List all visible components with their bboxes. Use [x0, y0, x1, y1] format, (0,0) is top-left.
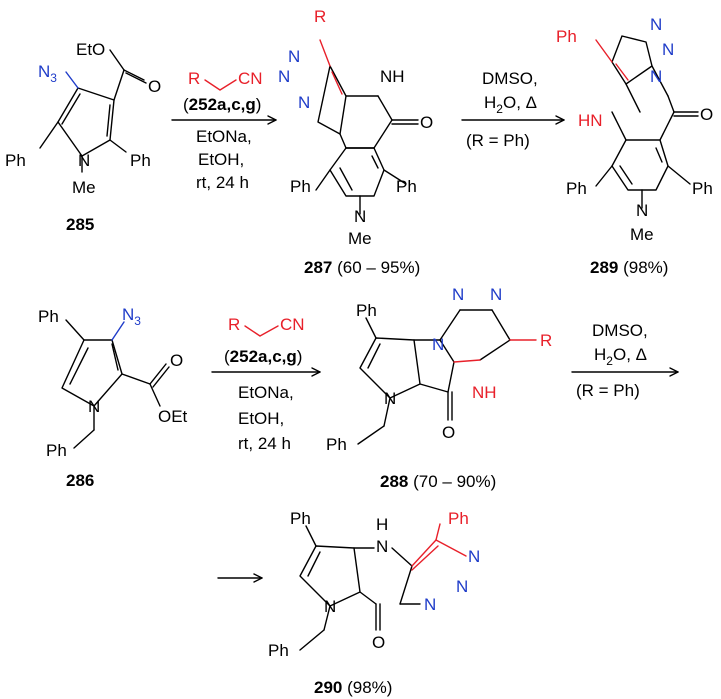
compound-290-caption: 290 (98%) [314, 678, 392, 697]
triazole-n-label: N [662, 40, 674, 59]
azide-label: N3 [122, 305, 141, 328]
ring-n-label: N [88, 397, 100, 416]
reagent-cn-label: CN [238, 69, 263, 88]
r-substituent-label: R [314, 7, 326, 26]
phenyl-label: Ph [356, 301, 377, 320]
phenyl-label: Ph [130, 151, 151, 170]
condition-time: rt, 24 h [196, 173, 249, 192]
compound-287: R N N N NH O Ph Ph N Me 287 (60 – 95%) [278, 7, 433, 277]
compound-288: Ph N N N R NH N O Ph 288 (70 – 90%) [326, 285, 552, 491]
phenyl-label: Ph [396, 177, 417, 196]
azide-label: N3 [38, 62, 57, 85]
r-substituent-label: R [540, 331, 552, 350]
condition-solvent: EtOH, [238, 409, 284, 428]
nh-label: NH [472, 383, 497, 402]
phenyl-label: Ph [566, 179, 587, 198]
ring-n-label: N [354, 207, 366, 226]
reaction-arrow-5 [217, 573, 263, 583]
reagent-code: (252a,c,g) [183, 95, 261, 114]
triazole-n-label: N [278, 67, 290, 86]
condition-dmso: DMSO, [482, 69, 538, 88]
compound-288-caption: 288 (70 – 90%) [380, 472, 496, 491]
oet-label: OEt [158, 407, 188, 426]
carbonyl-o-label: O [372, 633, 385, 652]
compound-285: EtO O N3 Ph Ph N Me 285 [5, 40, 161, 234]
phenyl-label: Ph [46, 441, 67, 460]
ring-n-label: N [636, 201, 648, 220]
methyl-label: Me [72, 178, 96, 197]
phenyl-label: Ph [290, 509, 311, 528]
condition-time: rt, 24 h [238, 434, 291, 453]
condition-base: EtONa, [238, 383, 294, 402]
carbonyl-o-label: O [700, 105, 713, 124]
phenyl-label: Ph [326, 435, 347, 454]
compound-290: Ph H N Ph N N N N O Ph 290 (98%) [268, 509, 480, 697]
condition-water: H2O, Δ [484, 93, 537, 116]
compound-286: Ph N3 O OEt N Ph 286 [38, 305, 188, 490]
reaction-arrow-1: R CN (252a,c,g) EtONa, EtOH, rt, 24 h [171, 69, 277, 192]
phenyl-label: Ph [290, 177, 311, 196]
carbonyl-o-label: O [420, 113, 433, 132]
triazole-n-label: N [468, 547, 480, 566]
triazole-n-label: N [490, 285, 502, 304]
phenyl-label: Ph [5, 151, 26, 170]
reagent-r-label: R [228, 315, 240, 334]
compound-289-caption: 289 (98%) [590, 258, 668, 277]
condition-base: EtONa, [196, 127, 252, 146]
condition-r-equals: (R = Ph) [576, 381, 640, 400]
triazole-n-label: N [432, 335, 444, 354]
compound-number-285: 285 [66, 215, 94, 234]
condition-dmso: DMSO, [592, 321, 648, 340]
reagent-cn-label: CN [280, 315, 305, 334]
ring-n-label: N [324, 597, 336, 616]
nh-label: NH [380, 67, 405, 86]
hn-label: HN [578, 111, 603, 130]
phenyl-label: Ph [38, 307, 59, 326]
triazole-n-label: N [456, 577, 468, 596]
triazole-n-label: N [288, 47, 300, 66]
reaction-arrow-4: DMSO, H2O, Δ (R = Ph) [571, 321, 679, 400]
carbonyl-o-label: O [170, 351, 183, 370]
compound-number-286: 286 [66, 471, 94, 490]
phenyl-label: Ph [692, 179, 713, 198]
carbonyl-o-label: O [148, 77, 161, 96]
ring-n-label: N [376, 537, 388, 556]
carbonyl-o-label: O [442, 423, 455, 442]
condition-r-equals: (R = Ph) [466, 131, 530, 150]
triazole-n-label: N [452, 285, 464, 304]
reaction-arrow-2: DMSO, H2O, Δ (R = Ph) [461, 69, 565, 150]
triazole-n-label: N [650, 67, 662, 86]
compound-287-caption: 287 (60 – 95%) [304, 258, 420, 277]
reagent-r-label: R [188, 69, 200, 88]
phenyl-label: Ph [556, 27, 577, 46]
h-label: H [376, 515, 388, 534]
condition-solvent: EtOH, [198, 150, 244, 169]
triazole-n-label: N [424, 595, 436, 614]
phenyl-label: Ph [268, 641, 289, 660]
triazole-n-label: N [298, 93, 310, 112]
ring-n-label: N [78, 151, 90, 170]
methyl-label: Me [348, 229, 372, 248]
condition-water: H2O, Δ [594, 345, 647, 368]
reaction-arrow-3: R CN (252a,c,g) EtONa, EtOH, rt, 24 h [211, 315, 321, 453]
methyl-label: Me [630, 225, 654, 244]
reagent-code: (252a,c,g) [224, 347, 302, 366]
eto-label: EtO [76, 40, 105, 59]
triazole-n-label: N [650, 15, 662, 34]
compound-289: Ph N N N HN O Ph Ph N Me 289 (98%) [556, 15, 713, 277]
phenyl-label: Ph [448, 509, 469, 528]
ring-n-label: N [384, 389, 396, 408]
